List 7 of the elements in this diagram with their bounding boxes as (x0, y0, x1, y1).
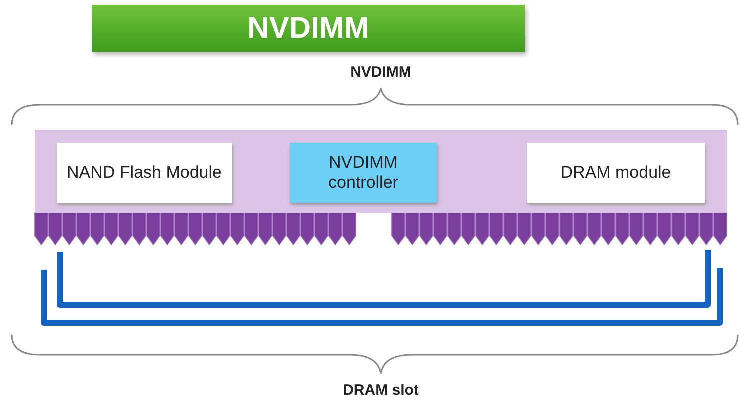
brace-label: DRAM slot (342, 382, 420, 399)
component-box: NAND Flash Module (57, 143, 232, 203)
module-board (35, 130, 727, 213)
brace-label: NVDIMM (350, 64, 412, 81)
title-banner: NVDIMM (92, 5, 525, 52)
component-box: DRAM module (527, 143, 705, 203)
controller-box: NVDIMM controller (290, 143, 437, 203)
